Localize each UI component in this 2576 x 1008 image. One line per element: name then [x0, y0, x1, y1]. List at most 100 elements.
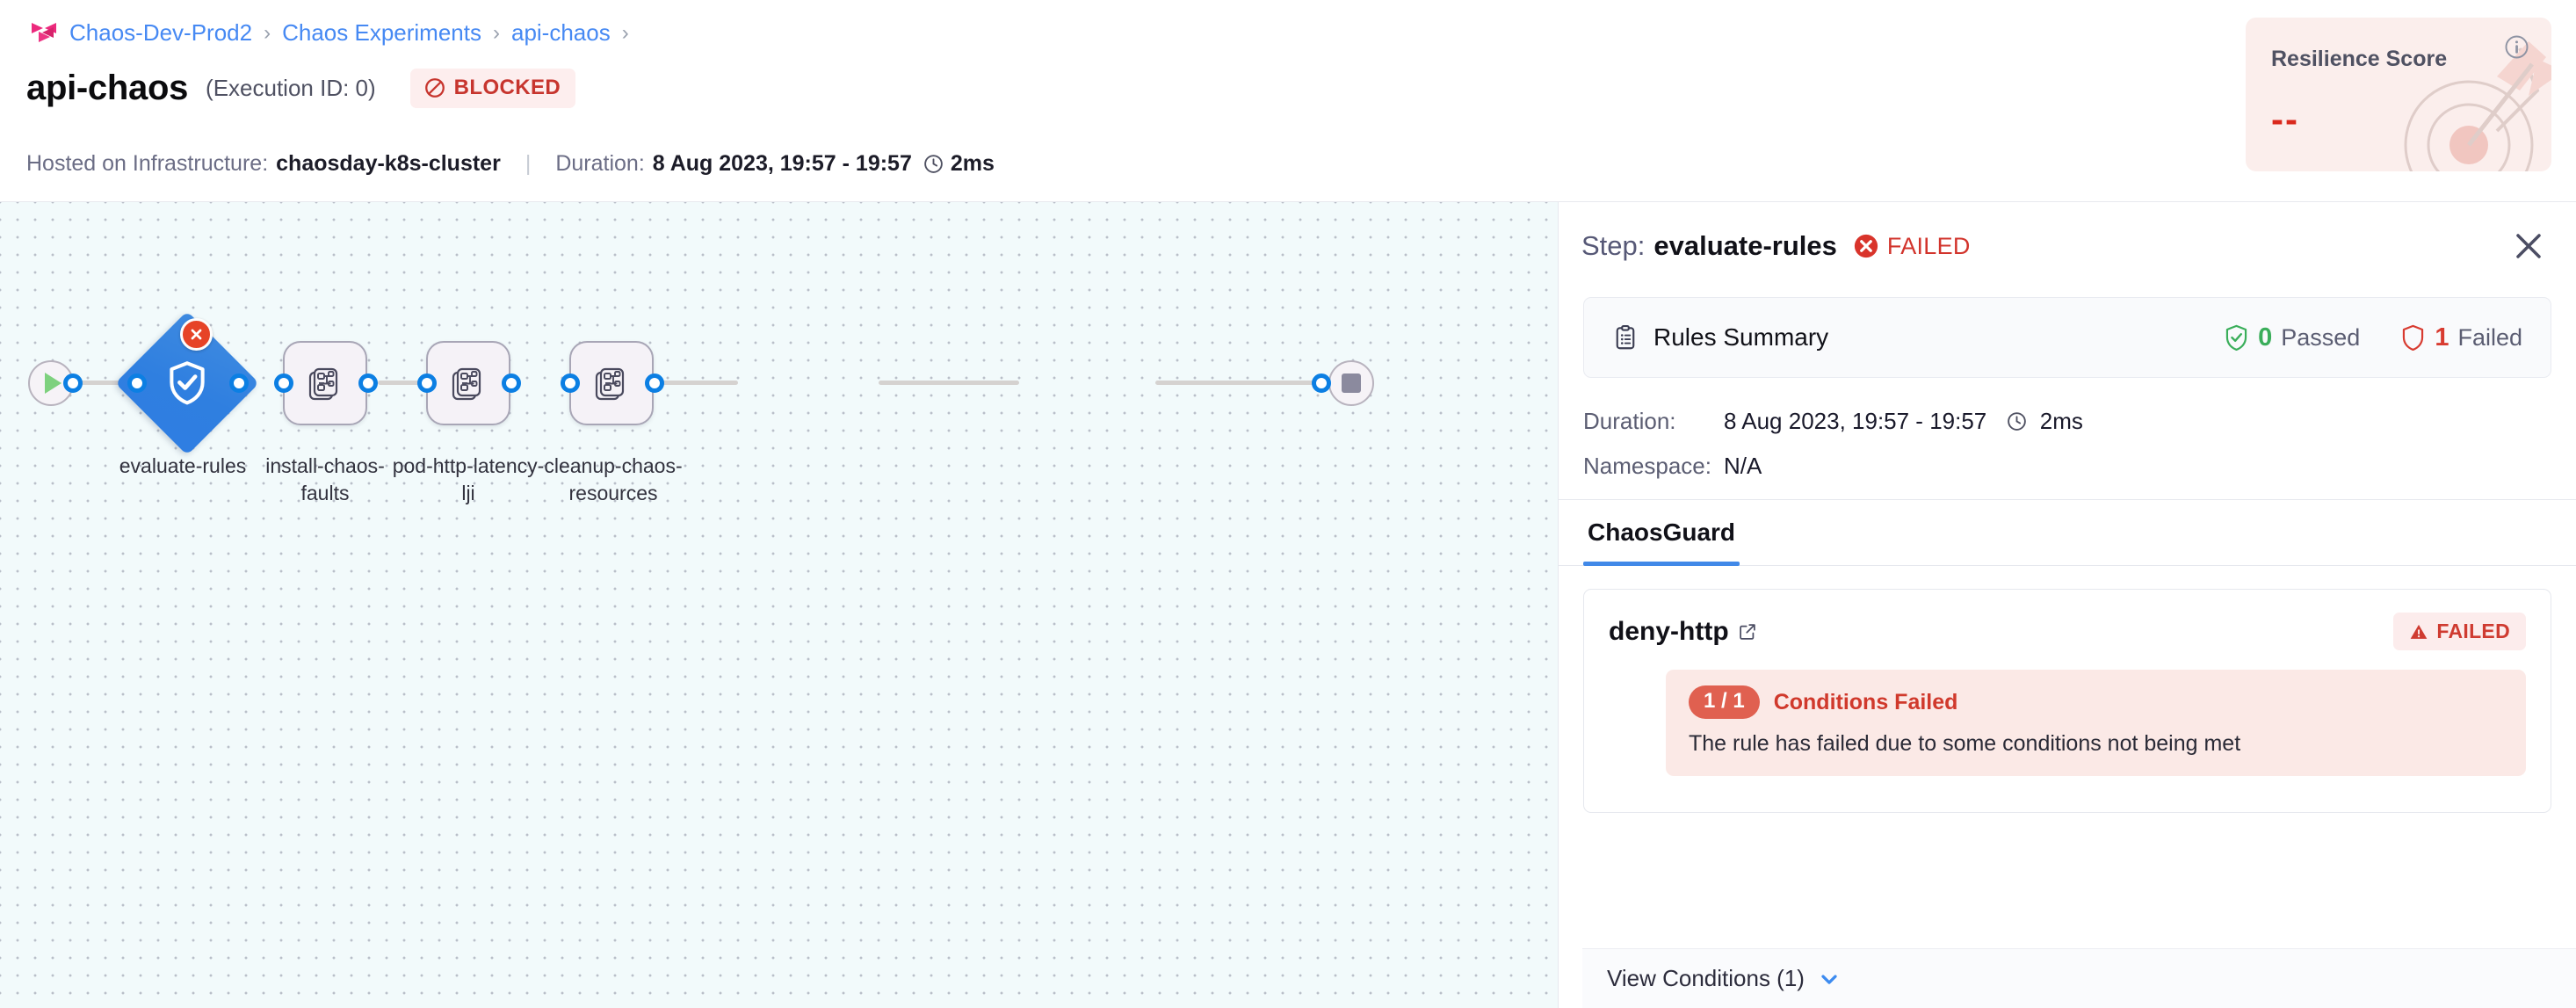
- resilience-score-title: Resilience Score: [2271, 47, 2448, 71]
- harness-logo-icon: [32, 22, 56, 42]
- node-cleanup-chaos-resources[interactable]: [569, 341, 654, 425]
- breadcrumb-item-0[interactable]: Chaos-Dev-Prod2: [69, 19, 253, 46]
- breadcrumb-item-1[interactable]: Chaos Experiments: [282, 19, 481, 46]
- rule-card-header: deny-http FAILED: [1609, 613, 2526, 650]
- clipboard-list-icon: [1616, 324, 1635, 350]
- page-title: api-chaos: [26, 69, 189, 107]
- chevron-down-icon: [1821, 974, 1837, 984]
- port-end-in[interactable]: [1312, 373, 1331, 393]
- node-label-pod-http-latency-lji: pod-http-latency- lji: [392, 454, 545, 504]
- rules-passed-label: Passed: [2281, 323, 2361, 351]
- node-error-badge[interactable]: [180, 318, 213, 351]
- detail-value-duration: 8 Aug 2023, 19:57 - 19:57 2ms: [1724, 408, 2083, 435]
- conditions-failed-description: The rule has failed due to some conditio…: [1689, 731, 2241, 756]
- conditions-failed-heading: 1 / 1 Conditions Failed: [1689, 685, 2503, 719]
- rules-summary-stats: 0 Passed 1 Failed: [2224, 323, 2522, 352]
- info-circle-icon[interactable]: [2503, 33, 2530, 61]
- conditions-failed-count-pill: 1 / 1: [1689, 685, 1760, 719]
- port-latency-out[interactable]: [502, 373, 521, 393]
- clock-icon: [924, 155, 943, 173]
- port-evaluate-in[interactable]: [127, 373, 147, 393]
- step-details-list: Duration: 8 Aug 2023, 19:57 - 19:57 2ms …: [1583, 408, 2551, 480]
- resilience-score-value: --: [2271, 98, 2299, 140]
- step-status: FAILED: [1886, 232, 1971, 259]
- conditions-failed-title: Conditions Failed: [1773, 689, 1958, 714]
- resilience-score-card: Resilience Score --: [2246, 18, 2551, 171]
- port-cleanup-out[interactable]: [645, 373, 664, 393]
- title-row: api-chaos (Execution ID: 0) BLOCKED: [26, 69, 576, 108]
- panel-tabs: ChaosGuard: [1559, 499, 2576, 566]
- port-latency-in[interactable]: [417, 373, 437, 393]
- rules-passed-count: 0: [2258, 323, 2273, 352]
- detail-key-namespace: Namespace:: [1583, 453, 1711, 479]
- shield-check-icon: [2225, 324, 2247, 351]
- panel-header: Step: evaluate-rules FAILED: [1559, 202, 2576, 290]
- edge-latency-to-cleanup: [879, 381, 1019, 385]
- detail-row-duration: Duration: 8 Aug 2023, 19:57 - 19:57 2ms: [1583, 408, 2551, 435]
- node-pod-http-latency-lji[interactable]: [426, 341, 510, 425]
- node-label-cleanup-chaos-resources: cleanup-chaos- resources: [544, 454, 683, 504]
- edge-cleanup-to-end: [1155, 381, 1322, 385]
- blocked-circle-slash-icon: [424, 78, 445, 98]
- detail-value-namespace: N/A: [1724, 453, 1762, 479]
- node-label-evaluate-rules: evaluate-rules: [119, 454, 247, 477]
- rule-status-badge: FAILED: [2393, 613, 2526, 650]
- pipeline-canvas[interactable]: evaluate-rules install-chaos- faults: [0, 202, 1558, 1008]
- step-label: Step:: [1581, 230, 1646, 261]
- infra-label: Hosted on Infrastructure:: [26, 151, 269, 176]
- conditions-failed-alert: 1 / 1 Conditions Failed The rule has fai…: [1666, 670, 2526, 776]
- breadcrumb-separator: ›: [621, 20, 629, 45]
- header-divider: [0, 201, 2576, 202]
- duration-label: Duration:: [555, 151, 645, 176]
- node-install-chaos-faults[interactable]: [283, 341, 367, 425]
- external-link-icon[interactable]: [1738, 622, 1757, 642]
- detail-row-namespace: Namespace: N/A: [1583, 453, 2551, 480]
- view-conditions-label: View Conditions (1): [1607, 965, 1805, 991]
- tab-chaosguard-label: ChaosGuard: [1588, 519, 1736, 546]
- status-badge: BLOCKED: [409, 69, 576, 108]
- end-node[interactable]: [1328, 360, 1374, 406]
- meta-row: Hosted on Infrastructure: chaosday-k8s-c…: [26, 151, 995, 177]
- rule-status-badge-label: FAILED: [2436, 620, 2510, 642]
- chaos-fault-stack-icon: [452, 367, 481, 401]
- port-cleanup-in[interactable]: [561, 373, 580, 393]
- warning-triangle-icon: [2411, 624, 2428, 639]
- rules-summary-card: Rules Summary 0 Passed: [1583, 297, 2551, 378]
- duration-value: 8 Aug 2023, 19:57 - 19:57: [652, 151, 912, 176]
- port-evaluate-out[interactable]: [229, 373, 249, 393]
- step-name: evaluate-rules: [1653, 230, 1837, 261]
- tab-chaosguard[interactable]: ChaosGuard: [1583, 500, 1740, 566]
- breadcrumb-separator: ›: [492, 20, 500, 45]
- rules-summary-title: Rules Summary: [1653, 323, 1829, 351]
- detail-key-duration: Duration:: [1583, 408, 1676, 434]
- rules-summary-heading: Rules Summary: [1612, 323, 1828, 352]
- error-x-icon: [191, 329, 202, 340]
- execution-id: (Execution ID: 0): [206, 75, 376, 101]
- port-install-out[interactable]: [358, 373, 378, 393]
- stop-square-icon: [1342, 373, 1361, 393]
- panel-body: Rules Summary 0 Passed: [1559, 297, 2576, 480]
- port-install-in[interactable]: [274, 373, 293, 393]
- meta-divider: |: [525, 151, 532, 176]
- rules-failed-label: Failed: [2457, 323, 2522, 351]
- duration-elapsed: 2ms: [950, 151, 995, 176]
- breadcrumb-separator: ›: [264, 20, 271, 45]
- rules-failed-count: 1: [2435, 323, 2449, 352]
- error-x-circle-icon: [1854, 234, 1878, 258]
- rules-failed-stat: 1 Failed: [2400, 323, 2522, 352]
- rule-card-deny-http: deny-http FAILED 1 / 1 Cond: [1583, 589, 2551, 813]
- clock-icon: [2007, 412, 2026, 431]
- play-icon: [45, 373, 62, 394]
- rule-name: deny-http: [1609, 616, 1729, 646]
- detail-duration-elapsed: 2ms: [2039, 408, 2083, 434]
- close-icon[interactable]: [2511, 228, 2546, 264]
- target-arrow-icon: [2404, 41, 2551, 171]
- view-conditions-toggle[interactable]: View Conditions (1): [1582, 948, 2576, 1008]
- port-start-out[interactable]: [63, 373, 83, 393]
- step-details-panel: Step: evaluate-rules FAILED: [1558, 202, 2576, 1008]
- chaos-fault-stack-icon: [595, 367, 625, 401]
- infra-value: chaosday-k8s-cluster: [276, 151, 501, 176]
- status-badge-label: BLOCKED: [453, 76, 561, 99]
- breadcrumb-item-2[interactable]: api-chaos: [510, 19, 611, 46]
